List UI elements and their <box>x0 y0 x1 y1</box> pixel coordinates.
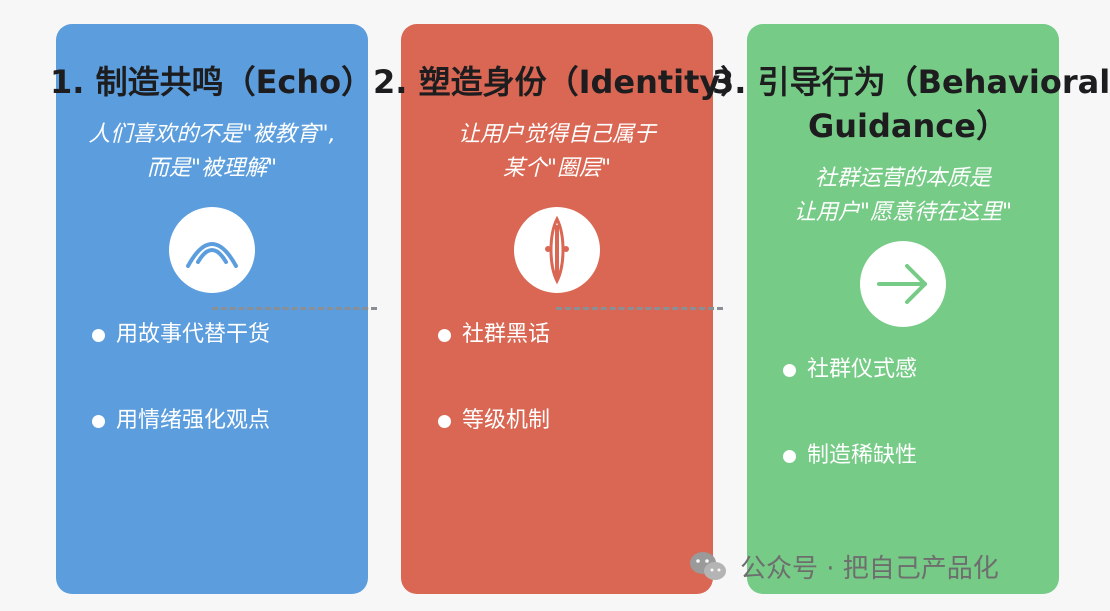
arc-echo-icon-svg <box>186 242 238 268</box>
card-behavioral-bullet-text: 制造稀缺性 <box>807 443 918 468</box>
card-behavioral-title-line2: Guidance） <box>808 107 1008 145</box>
bullet-dot-icon <box>92 328 105 342</box>
card-identity-bullet: 等级机制 <box>438 406 550 436</box>
card-identity-bullet-text: 社群黑话 <box>462 322 551 347</box>
bullet-dot-icon <box>92 414 105 428</box>
card-behavioral-subtitle: 社群运营的本质是 让用户"愿意待在这里" <box>747 162 1059 230</box>
watermark-text: 公众号 · 把自己产品化 <box>740 554 999 584</box>
card-echo-bullet-text: 用情绪强化观点 <box>116 408 271 433</box>
card-behavioral-title-line1: 3. 引导行为（Behavioral <box>712 63 1110 101</box>
card-behavioral-bullet-text: 社群仪式感 <box>807 357 918 382</box>
identity-emblem-icon-svg <box>545 215 569 285</box>
card-echo-bullet: 用情绪强化观点 <box>92 406 270 436</box>
wechat-icon <box>690 551 726 580</box>
connector-echo-identity <box>212 307 377 310</box>
arc-echo-icon <box>169 207 255 293</box>
card-echo-subtitle: 人们喜欢的不是"被教育", 而是"被理解" <box>56 118 368 186</box>
connector-identity-behavioral <box>556 307 723 310</box>
card-behavioral-subtitle-line2: 让用户"愿意待在这里" <box>793 200 1013 225</box>
card-identity-subtitle-line2: 某个"圈层" <box>502 156 612 181</box>
arrow-right-icon-svg <box>877 264 927 304</box>
bullet-dot-icon <box>783 363 796 377</box>
card-identity-subtitle-line1: 让用户觉得自己属于 <box>457 122 656 147</box>
card-behavioral-bullet: 社群仪式感 <box>783 355 917 385</box>
card-echo-bullet: 用故事代替干货 <box>92 320 270 350</box>
bullet-dot-icon <box>438 414 451 428</box>
card-identity-title: 2. 塑造身份（Identity） <box>373 63 753 101</box>
card-identity-subtitle: 让用户觉得自己属于 某个"圈层" <box>401 118 713 186</box>
arrow-right-icon <box>860 241 946 327</box>
identity-emblem-icon <box>514 207 600 293</box>
bullet-dot-icon <box>783 449 796 463</box>
bullet-dot-icon <box>438 328 451 342</box>
card-behavioral-bullet: 制造稀缺性 <box>783 441 917 471</box>
card-identity-bullet: 社群黑话 <box>438 320 550 350</box>
card-echo-subtitle-line1: 人们喜欢的不是"被教育", <box>88 122 336 147</box>
card-echo-title: 1. 制造共鸣（Echo） <box>50 63 374 101</box>
watermark: 公众号 · 把自己产品化 <box>688 548 999 585</box>
card-echo-subtitle-line2: 而是"被理解" <box>146 156 278 181</box>
card-identity-bullet-text: 等级机制 <box>462 408 551 433</box>
card-behavioral-subtitle-line1: 社群运营的本质是 <box>814 166 991 191</box>
card-echo-bullet-text: 用故事代替干货 <box>116 322 271 347</box>
